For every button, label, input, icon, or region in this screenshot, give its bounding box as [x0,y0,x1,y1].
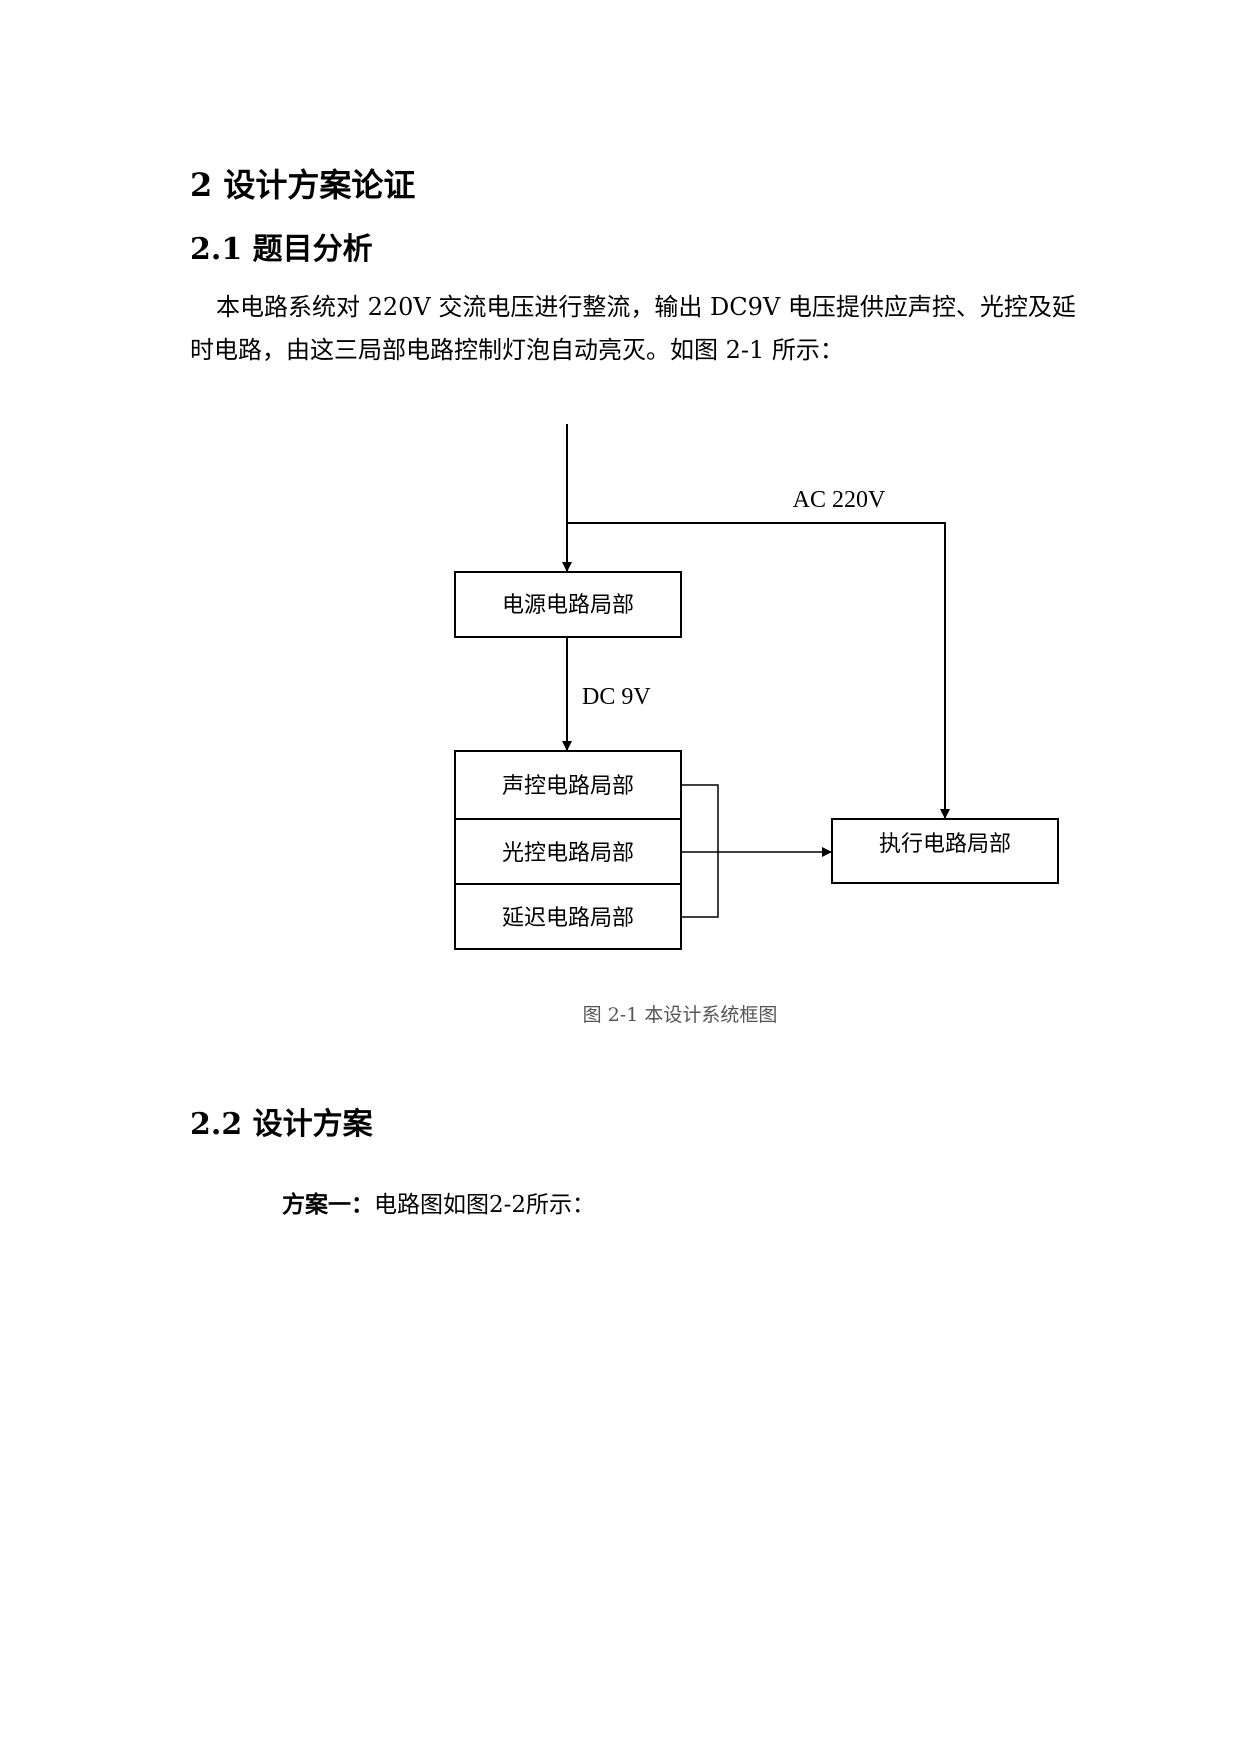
ac-line [567,522,950,819]
light-block-label: 光控电路局部 [502,841,634,866]
exec-block-label: 执行电路局部 [879,832,1011,857]
section-heading-2-2: 2.2 设计方案 [190,1107,373,1142]
section-heading-2-1: 2.1 题目分析 [190,232,373,267]
sound-block-label: 声控电路局部 [502,774,634,799]
control-stack [454,750,682,950]
paragraph-line-1: 本电路系统对 220V 交流电压进行整流，输出 DC9V 电压提供应声控、光控及… [216,293,1076,321]
scheme-text: 电路图如图2-2所示： [374,1192,596,1218]
paragraph-line-2: 时电路，由这三局部电路控制灯泡自动亮灭。如图 2-1 所示： [190,336,844,364]
chapter-heading: 2 设计方案论证 [190,166,416,204]
scheme-label: 方案一： [282,1191,374,1218]
exec-block [831,818,1059,884]
bracket-line [681,784,719,918]
scheme-line: 方案一：电路图如图2-2所示： [282,1190,595,1220]
ac-label: AC 220V [793,487,886,513]
dc-label: DC 9V [582,684,651,710]
power-block-label: 电源电路局部 [502,593,634,618]
figure-caption: 图 2-1 本设计系统框图 [583,1004,778,1026]
delay-block-label: 延迟电路局部 [502,906,634,931]
